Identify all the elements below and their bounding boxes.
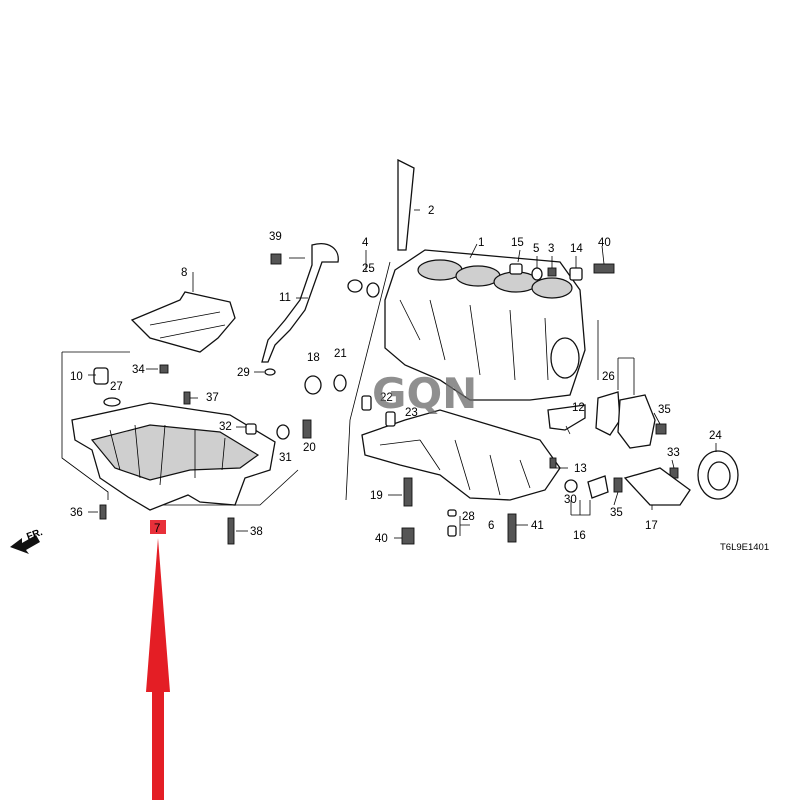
callout-28: 28 [462,511,475,523]
callout-6: 6 [488,520,494,532]
callout-5: 5 [533,243,539,255]
front-label: FR. [25,527,44,543]
callout-12: 12 [572,402,585,414]
callout-35a: 35 [658,404,671,416]
callout-31: 31 [279,452,292,464]
callout-14: 14 [570,243,583,255]
callout-16: 16 [573,530,586,542]
callout-20: 20 [303,442,316,454]
oil-pan-group [61,243,347,545]
highlight-arrow [146,538,170,800]
callout-37: 37 [206,392,219,404]
leader-lines [88,209,717,539]
callout-24: 24 [709,430,722,442]
callout-32: 32 [219,421,232,433]
callout-27: 27 [110,381,123,393]
callout-29: 29 [237,367,250,379]
watermark: GQN [372,369,477,418]
callout-36: 36 [70,507,83,519]
callout-21: 21 [334,348,347,360]
pump-cover [617,394,656,449]
callout-25: 25 [362,263,375,275]
callout-11: 11 [279,292,291,304]
callout-38: 38 [250,526,263,538]
pump-gasket [595,391,621,436]
callout-22: 22 [380,392,393,404]
callout-35b: 35 [610,507,623,519]
callout-23: 23 [405,407,418,419]
callouts: 1 2 3 4 5 6 7 8 10 11 12 13 14 15 16 17 … [70,205,722,545]
callout-1: 1 [478,237,484,249]
callout-18: 18 [307,352,320,364]
callout-7-highlight [150,520,166,534]
lower-block [361,409,561,501]
callout-19: 19 [370,490,383,502]
baffle-plate [130,291,236,353]
callout-17: 17 [645,520,658,532]
callout-41: 41 [531,520,544,532]
dipstick-tube [261,243,339,363]
callout-26: 26 [602,371,615,383]
callout-10: 10 [70,371,83,383]
callout-2: 2 [428,205,434,217]
callout-34: 34 [132,364,145,376]
callout-8: 8 [181,267,187,279]
callout-39: 39 [269,231,282,243]
callout-33: 33 [667,447,680,459]
front-arrow-icon [10,535,40,554]
callout-40a: 40 [598,237,611,249]
callout-13: 13 [574,463,587,475]
callout-7: 7 [154,523,160,535]
callout-15: 15 [511,237,524,249]
callout-40b: 40 [375,533,388,545]
callout-3: 3 [548,243,554,255]
callout-30: 30 [564,494,577,506]
callout-4: 4 [362,237,369,249]
diagram-code: T6L9E1401 [720,542,769,553]
cylinder-block-group [10,158,739,554]
